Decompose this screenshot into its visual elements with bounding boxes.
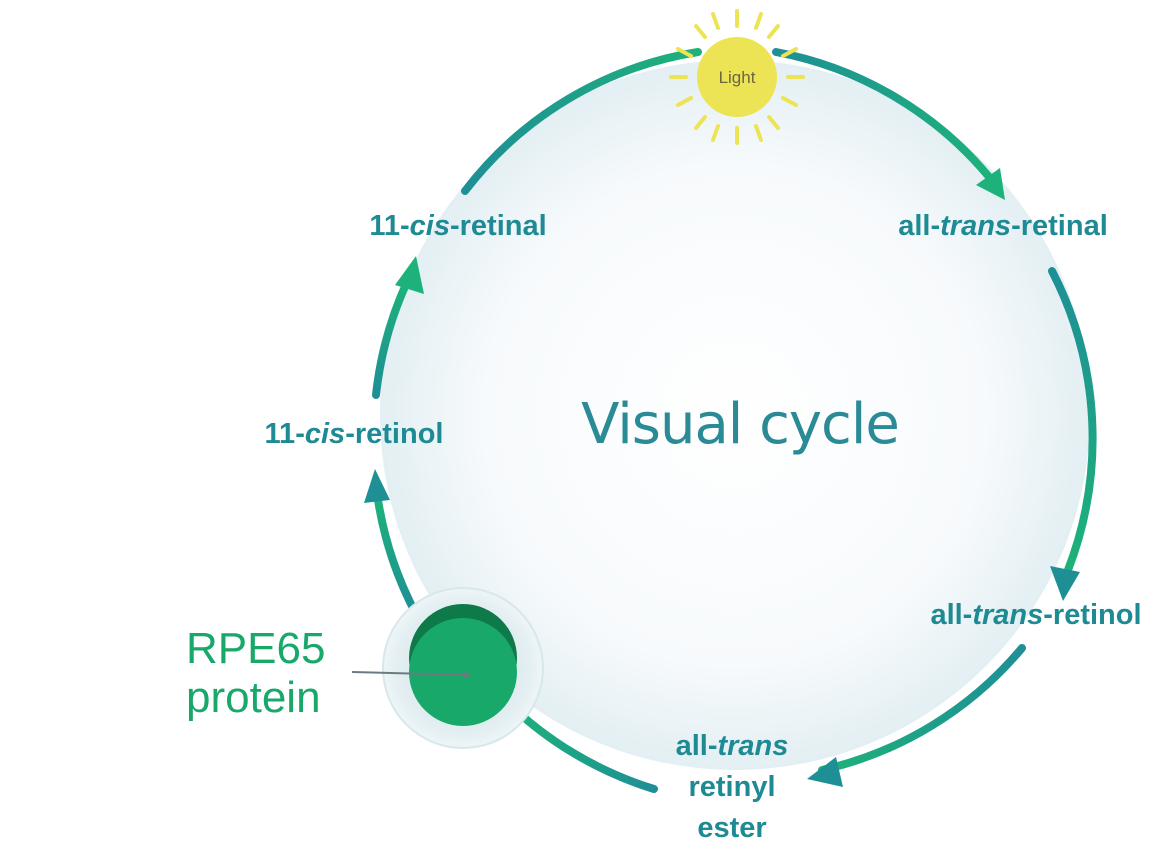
arrowhead-to-all-trans-retinal <box>976 168 1005 200</box>
label-all-trans-retinyl-ester-line2: retinyl <box>688 771 775 803</box>
arc-light-to-all-trans-retinal <box>772 48 998 187</box>
arrowhead-to-all-trans-retinol <box>1050 566 1080 601</box>
diagram-title: Visual cycle <box>581 392 899 457</box>
rpe65-pointer-dot <box>463 672 469 678</box>
label-all-trans-retinyl-ester-line3: ester <box>697 812 766 844</box>
arrowhead-to-ester <box>807 757 843 787</box>
arrowhead-to-cis-retinol <box>364 469 390 503</box>
rpe65-label-line2: protein <box>186 673 321 722</box>
arrowhead-to-cis-retinal <box>395 256 424 294</box>
label-all-trans-retinol: all-trans-retinol <box>930 599 1141 631</box>
light-label: Light <box>719 68 756 87</box>
arc-all-trans-retinal-to-retinol <box>1048 267 1097 574</box>
arc-retinal-to-light <box>461 48 702 195</box>
label-all-trans-retinal: all-trans-retinal <box>898 210 1108 242</box>
label-11-cis-retinal: 11-cis-retinal <box>369 210 546 242</box>
arc-all-trans-retinol-to-ester <box>818 644 1026 774</box>
arc-cis-retinol-to-retinal <box>372 278 411 399</box>
rpe65-pointer-line <box>351 671 467 676</box>
label-11-cis-retinol: 11-cis-retinol <box>265 418 444 450</box>
arc-rpe65-to-cis-retinol <box>374 496 419 616</box>
sun-icon <box>669 9 805 145</box>
label-all-trans-retinyl-ester-line1: all-trans <box>676 730 789 762</box>
cycle-circle <box>380 60 1090 770</box>
rpe65-label-line1: RPE65 <box>186 624 325 673</box>
rpe65-protein-icon <box>382 587 544 749</box>
